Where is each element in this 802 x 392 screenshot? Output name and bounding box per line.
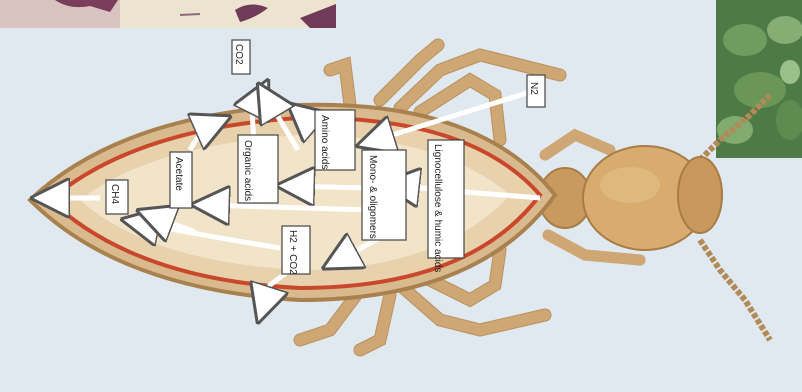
label-co2-top: CO2 — [232, 40, 250, 74]
label-lignocellulose: Lignocellulose & humic acids — [428, 140, 464, 272]
arrow-oligomers-to-organic — [290, 186, 365, 188]
mono-oligomers-text: Mono- & oligomers — [367, 155, 378, 239]
label-ch4: CH4 — [106, 180, 128, 214]
insect-photo-strip — [0, 0, 336, 28]
ch4-text: CH4 — [109, 184, 120, 204]
label-acetate: Acetate — [170, 152, 192, 208]
organic-acids-text: Organic acids — [242, 140, 253, 201]
amino-acids-text: Amino acids — [319, 115, 330, 169]
co2-top-text: CO2 — [233, 44, 244, 65]
n2-text: N2 — [528, 82, 539, 95]
label-n2: N2 — [527, 75, 545, 107]
termite-head — [539, 146, 722, 250]
acetate-text: Acetate — [173, 157, 184, 191]
label-mono-oligomers: Mono- & oligomers — [362, 150, 406, 240]
h2-co2-text: H2 + CO2 — [287, 230, 298, 275]
lignocellulose-text: Lignocellulose & humic acids — [432, 144, 443, 272]
label-h2-co2: H2 + CO2 — [282, 226, 310, 275]
label-organic-acids: Organic acids — [238, 135, 278, 203]
label-amino-acids: Amino acids — [315, 110, 355, 170]
